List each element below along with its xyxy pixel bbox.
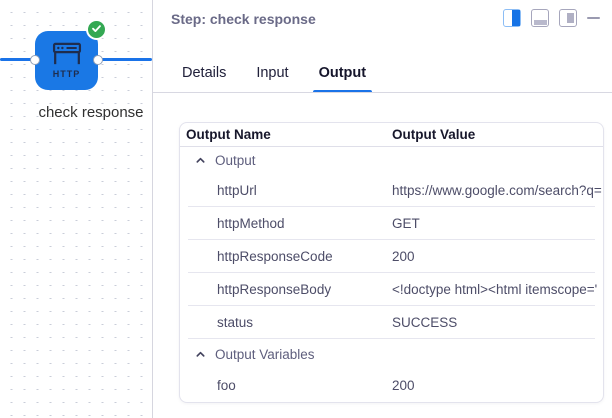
right-panel-icon[interactable] xyxy=(559,9,577,27)
output-table-card: Output Name Output Value Output httpUrl … xyxy=(179,122,604,403)
node-label: check response xyxy=(38,104,144,121)
node-type-label: HTTP xyxy=(52,69,81,79)
chevron-up-icon[interactable] xyxy=(195,349,206,360)
output-value-cell: GET xyxy=(392,216,420,231)
step-detail-panel: Step: check response Details Input Outpu… xyxy=(152,0,612,418)
group-label: Output Variables xyxy=(215,346,315,362)
minimize-icon[interactable] xyxy=(587,9,600,27)
tab-input[interactable]: Input xyxy=(256,65,289,81)
http-browser-icon xyxy=(50,42,84,71)
output-port[interactable] xyxy=(93,55,103,65)
output-name-cell: status xyxy=(217,315,254,330)
status-badge xyxy=(86,19,107,40)
table-row: foo 200 xyxy=(180,369,603,402)
table-row: status SUCCESS xyxy=(180,306,603,339)
chevron-up-icon[interactable] xyxy=(195,155,206,166)
column-header-output-name: Output Name xyxy=(186,127,271,142)
panel-window-controls xyxy=(503,9,600,27)
table-row: httpResponseBody <!doctype html><html it… xyxy=(180,273,603,306)
output-value-cell: 200 xyxy=(392,249,415,264)
table-row: httpResponseCode 200 xyxy=(180,240,603,273)
output-name-cell: httpUrl xyxy=(217,183,257,198)
group-row-output[interactable]: Output xyxy=(180,147,603,174)
tab-details[interactable]: Details xyxy=(182,65,227,81)
table-header-row: Output Name Output Value xyxy=(180,123,603,147)
column-header-output-value: Output Value xyxy=(392,127,476,142)
output-name-cell: httpMethod xyxy=(217,216,285,231)
output-value-cell: https://www.google.com/search?q= xyxy=(392,183,602,198)
tab-output[interactable]: Output xyxy=(312,56,372,93)
output-name-cell: httpResponseCode xyxy=(217,249,333,264)
detail-tabs: Details Input Output xyxy=(179,56,372,93)
output-value-cell: 200 xyxy=(392,378,415,393)
output-name-cell: foo xyxy=(217,378,236,393)
table-row: httpUrl https://www.google.com/search?q= xyxy=(180,174,603,207)
output-value-cell: <!doctype html><html itemscope=' xyxy=(392,282,598,297)
tabs-divider xyxy=(153,92,612,93)
input-port[interactable] xyxy=(30,55,40,65)
check-icon xyxy=(91,21,102,39)
output-name-cell: httpResponseBody xyxy=(217,282,332,297)
group-row-output-variables[interactable]: Output Variables xyxy=(180,339,603,369)
http-step-node[interactable]: HTTP xyxy=(35,31,98,90)
panel-title: Step: check response xyxy=(171,11,316,27)
table-row: httpMethod GET xyxy=(180,207,603,240)
output-value-cell: SUCCESS xyxy=(392,315,458,330)
workflow-canvas[interactable]: HTTP check response xyxy=(0,0,152,418)
split-view-icon[interactable] xyxy=(503,9,521,27)
group-label: Output xyxy=(215,153,256,168)
bottom-panel-icon[interactable] xyxy=(531,9,549,27)
